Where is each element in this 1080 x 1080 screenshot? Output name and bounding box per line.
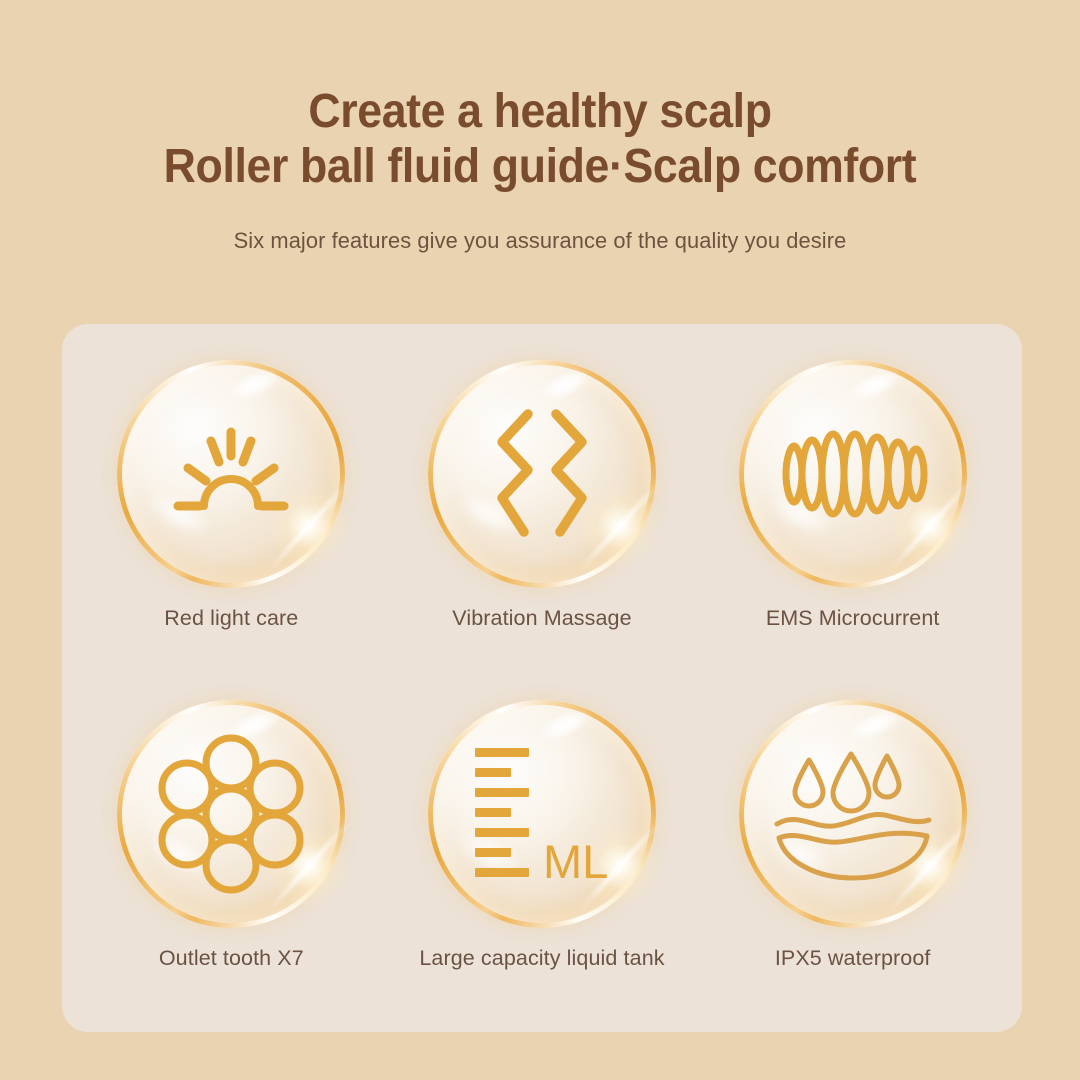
feature-bubble [738,700,974,928]
feature-card-ipx5-waterproof[interactable]: IPX5 waterproof [697,686,1008,1026]
ml-unit-text: ML [543,835,608,888]
page-subtitle: Six major features give you assurance of… [233,227,847,253]
feature-card-outlet-tooth-x7[interactable]: Outlet tooth X7 [76,686,387,1026]
feature-label: Vibration Massage [452,606,632,630]
feature-label: Red light care [164,606,299,630]
feature-bubble: ML [427,700,663,928]
feature-label: Outlet tooth X7 [158,946,304,970]
feature-label: IPX5 waterproof [774,946,931,970]
feature-card-ems-microcurrent[interactable]: EMS Microcurrent [697,346,1008,686]
double-zigzag-vibration-icon [428,360,656,588]
features-panel: Red light care Vibration Massage [62,324,1022,1032]
feature-card-red-light-care[interactable]: Red light care [76,346,387,686]
page-title-line-2: Roller ball fluid guide·Scalp comfort [163,139,917,193]
header: Create a healthy scalp Roller ball fluid… [0,0,1080,254]
seven-circles-hex-icon [117,700,345,928]
features-grid: Red light care Vibration Massage [62,324,1022,1032]
sunrise-rays-icon [117,360,345,588]
feature-card-liquid-tank[interactable]: ML Large capacity liquid tank [387,686,698,1026]
measuring-scale-ml-icon: ML [428,700,656,928]
feature-bubble [427,360,663,588]
wavy-oval-ring-icon [739,360,967,588]
feature-label: Large capacity liquid tank [419,946,665,970]
page-title-line-1: Create a healthy scalp [308,85,772,138]
feature-bubble [117,360,352,588]
feature-card-vibration-massage[interactable]: Vibration Massage [387,346,698,686]
feature-label: EMS Microcurrent [765,606,940,630]
water-droplets-basin-icon [739,700,967,928]
feature-bubble [738,360,974,588]
feature-bubble [117,700,352,928]
